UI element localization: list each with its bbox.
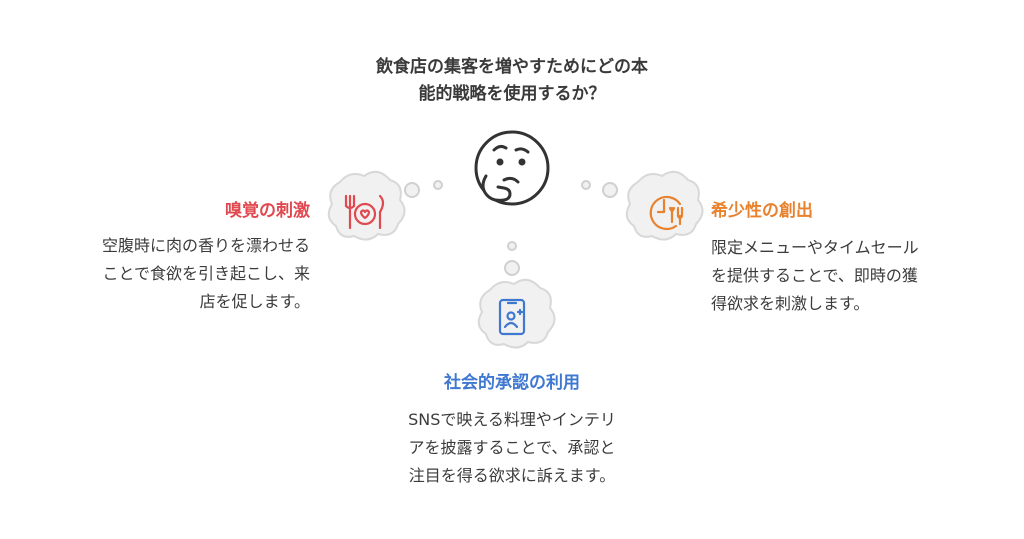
scarcity-cloud — [625, 170, 704, 241]
social-desc-line: SNSで映える料理やインテリ — [408, 410, 616, 429]
smell-title: 嗅覚の刺激 — [225, 201, 310, 221]
social-cloud — [477, 278, 556, 349]
social-title: 社会的承認の利用 — [444, 373, 580, 393]
thought-dots-bottom — [504, 241, 520, 276]
scarcity-title: 希少性の創出 — [711, 201, 813, 221]
social-desc-line: 注目を得る欲求に訴えます。 — [408, 466, 616, 485]
smell-description: 空腹時に肉の香りを漂わせる ことで食欲を引き起こし、来 店を促します。 — [20, 232, 310, 316]
question-line-2: 能的戦略を使用するか？ — [418, 84, 606, 104]
thought-dots-right — [581, 180, 618, 198]
thought-dots-left — [404, 180, 443, 198]
central-question: 飲食店の集客を増やすためにどの本 能的戦略を使用するか？ — [312, 54, 712, 108]
smell-cloud — [327, 170, 406, 241]
scarcity-desc-line: 限定メニューやタイムセール — [711, 238, 919, 257]
clock-utensils-icon — [649, 195, 684, 231]
smell-desc-line: 店を促します。 — [199, 292, 310, 311]
plate-fork-knife-icon — [344, 194, 385, 230]
scarcity-desc-line: 得欲求を刺激します。 — [711, 294, 870, 313]
social-description: SNSで映える料理やインテリ アを披露することで、承認と 注目を得る欲求に訴えま… — [330, 406, 694, 490]
social-desc-line: アを披露することで、承認と — [408, 438, 616, 457]
smell-desc-line: 空腹時に肉の香りを漂わせる — [101, 236, 310, 255]
smell-desc-line: ことで食欲を引き起こし、来 — [102, 264, 310, 283]
thinking-face-icon — [474, 130, 550, 206]
smartphone-user-icon — [498, 298, 526, 336]
scarcity-description: 限定メニューやタイムセール を提供することで、即時の獲 得欲求を刺激します。 — [711, 234, 1011, 318]
scarcity-desc-line: を提供することで、即時の獲 — [711, 266, 918, 285]
question-line-1: 飲食店の集客を増やすためにどの本 — [376, 57, 648, 77]
